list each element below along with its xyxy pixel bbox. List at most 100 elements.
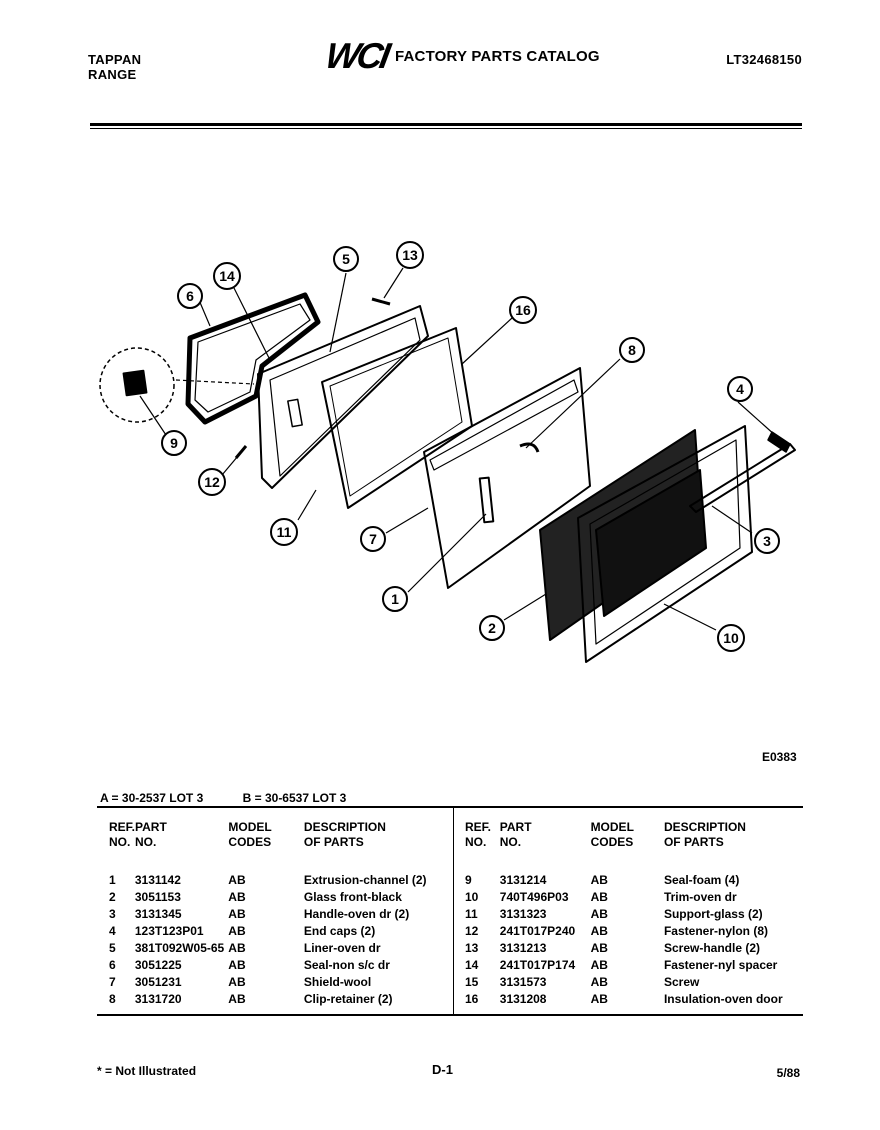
model-codes: AB <box>590 975 608 989</box>
callout-7: 7 <box>360 526 386 552</box>
model-codes: AB <box>228 924 246 938</box>
svg-text:4: 4 <box>736 381 744 397</box>
model-codes: AB <box>228 873 246 887</box>
table-bottom-rule <box>97 1014 803 1016</box>
model-codes: AB <box>590 907 608 921</box>
callout-6: 6 <box>177 283 203 309</box>
model-codes: AB <box>228 992 246 1006</box>
part-description: Handle-oven dr (2) <box>303 907 410 921</box>
part-description: Screw-handle (2) <box>663 941 760 955</box>
callout-13: 13 <box>396 241 424 269</box>
model-codes: AB <box>590 924 608 938</box>
table-divider <box>453 808 454 1014</box>
seal-foam-detail-circle <box>99 347 175 423</box>
extrusion-channel <box>689 443 796 513</box>
model-codes: AB <box>228 907 246 921</box>
svg-text:10: 10 <box>723 630 739 646</box>
end-cap <box>767 431 791 453</box>
svg-text:5: 5 <box>342 251 350 267</box>
wool-shield-plate <box>423 367 591 589</box>
footnote: * = Not Illustrated <box>97 1064 197 1078</box>
catalog-date: 5/88 <box>776 1066 800 1080</box>
oven-door-liner <box>257 305 429 489</box>
table-row: 1 3131142 AB Extrusion-channel (2) <box>109 872 449 889</box>
ref-no: 8 <box>109 992 116 1006</box>
wci-logo: WCI <box>322 35 391 76</box>
svg-text:6: 6 <box>186 288 194 304</box>
callout-10: 10 <box>717 624 745 652</box>
header-rule-thin <box>90 128 802 129</box>
handle-bracket <box>478 476 495 524</box>
svg-text:12: 12 <box>204 474 220 490</box>
page-number: D-1 <box>432 1062 453 1077</box>
ref-no: 16 <box>465 992 479 1006</box>
ref-no: 4 <box>109 924 116 938</box>
diagram-code: E0383 <box>762 750 797 764</box>
part-no: 241T017P174 <box>499 958 576 972</box>
table-top-rule <box>97 806 803 808</box>
part-description: Clip-retainer (2) <box>303 992 393 1006</box>
brand-name: TAPPAN <box>88 52 142 67</box>
ref-no: 7 <box>109 975 116 989</box>
model-codes: AB <box>590 992 608 1006</box>
ref-no: 11 <box>465 907 478 921</box>
ref-no: 12 <box>465 924 479 938</box>
model-codes: AB <box>590 958 608 972</box>
catalog-title: FACTORY PARTS CATALOG <box>394 47 600 65</box>
part-description: Glass front-black <box>303 890 402 904</box>
part-no: 740T496P03 <box>499 890 569 904</box>
ref-no: 6 <box>109 958 116 972</box>
svg-text:13: 13 <box>402 247 418 263</box>
model-codes: AB <box>590 890 608 904</box>
model-codes: AB <box>228 890 246 904</box>
part-no: 3051153 <box>134 890 181 904</box>
part-no: 3131208 <box>499 992 547 1006</box>
exploded-parts-diagram: 6 14 5 13 16 8 4 9 12 11 7 1 2 3 10 <box>99 241 796 663</box>
ref-no: 9 <box>465 873 472 887</box>
svg-text:9: 9 <box>170 435 178 451</box>
model-codes: AB <box>590 873 608 887</box>
part-no: 241T017P240 <box>499 924 576 938</box>
callout-14: 14 <box>213 262 241 290</box>
svg-text:3: 3 <box>763 533 771 549</box>
product-name: RANGE <box>88 67 137 82</box>
part-no: 3131573 <box>499 975 547 989</box>
header-title-block: WCI FACTORY PARTS CATALOG <box>322 35 600 76</box>
part-no: 3131142 <box>134 873 181 887</box>
ref-no: 1 <box>109 873 116 887</box>
part-description: Fastener-nylon (8) <box>663 924 768 938</box>
model-codes: AB <box>228 941 246 955</box>
part-description: Liner-oven dr <box>303 941 381 955</box>
part-description: Trim-oven dr <box>663 890 737 904</box>
callout-1: 1 <box>382 586 408 612</box>
header-rule-thick <box>90 123 802 126</box>
model-codes: AB <box>228 975 246 989</box>
part-description: Screw <box>663 975 700 989</box>
svg-text:16: 16 <box>515 302 531 318</box>
part-description: Seal-foam (4) <box>663 873 740 887</box>
callout-16: 16 <box>509 296 537 324</box>
part-description: Insulation-oven door <box>663 992 783 1006</box>
callout-8: 8 <box>619 337 645 363</box>
part-description: Extrusion-channel (2) <box>303 873 427 887</box>
seal-foam-pad <box>122 369 148 397</box>
part-description: Shield-wool <box>303 975 372 989</box>
table-row: 12 241T017P240 AB Fastener-nylon (8) <box>465 923 805 940</box>
callout-4: 4 <box>727 376 753 402</box>
